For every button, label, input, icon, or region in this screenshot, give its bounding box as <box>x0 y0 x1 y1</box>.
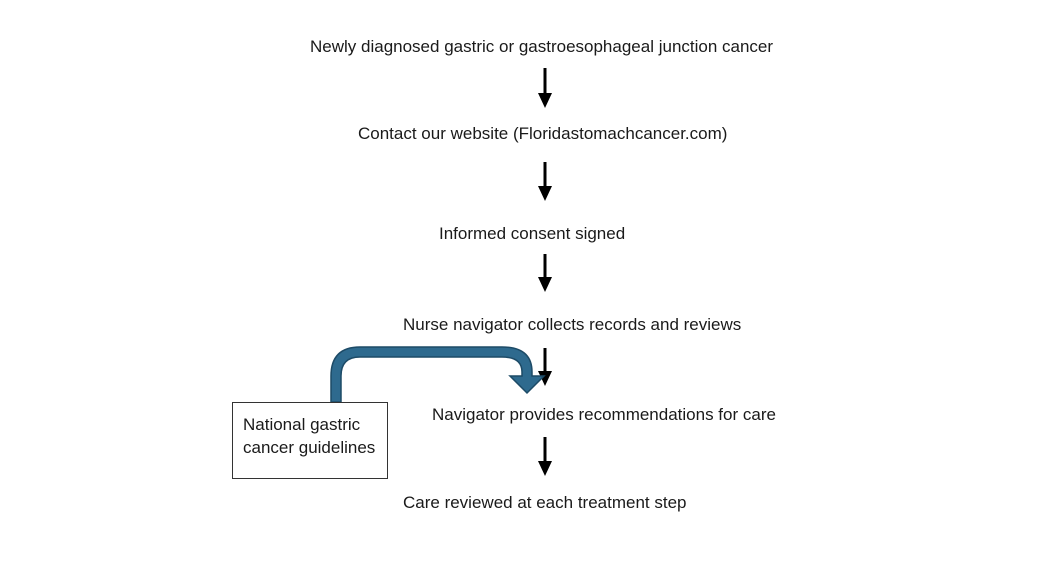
step-contact-website: Contact our website (Floridastomachcance… <box>358 124 728 143</box>
step-nurse-navigator: Nurse navigator collects records and rev… <box>403 315 742 334</box>
down-arrow-3-head <box>538 277 552 292</box>
step-care-reviewed: Care reviewed at each treatment step <box>403 493 687 512</box>
guidelines-box-line1: National gastric <box>243 415 361 434</box>
down-arrow-2-head <box>538 186 552 201</box>
step-diagnosis: Newly diagnosed gastric or gastroesophag… <box>310 37 774 56</box>
down-arrow-4-head <box>538 371 552 386</box>
down-arrow-5-head <box>538 461 552 476</box>
step-informed-consent: Informed consent signed <box>439 224 626 243</box>
guidelines-curved-arrow <box>330 346 546 403</box>
guidelines-box-line2: cancer guidelines <box>243 438 376 457</box>
step-recommendations: Navigator provides recommendations for c… <box>432 405 776 424</box>
down-arrow-1-head <box>538 93 552 108</box>
guidelines-box: National gastric cancer guidelines <box>232 402 388 479</box>
